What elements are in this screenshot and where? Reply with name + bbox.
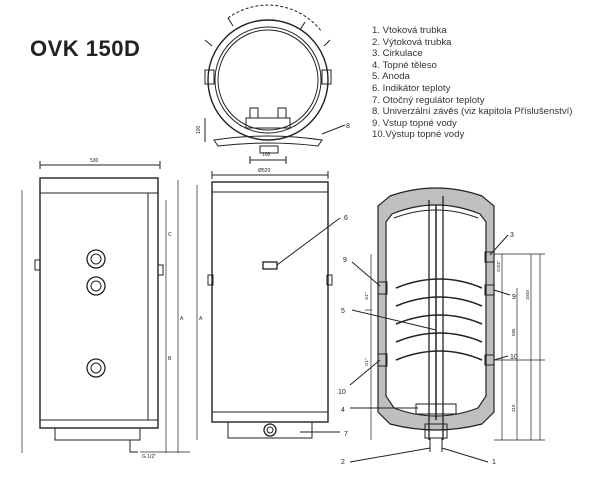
section-view xyxy=(349,187,545,463)
dim-front-letter: A xyxy=(199,316,203,322)
dim-top-depth: 100 xyxy=(196,125,202,134)
dim-right-top: 1045 xyxy=(525,289,530,300)
callout-3: 3 xyxy=(510,232,514,239)
dim-front-diameter: Ø520 xyxy=(258,168,270,174)
legend-item-3: 3. Cirkulace xyxy=(372,48,423,60)
dim-side-letter-a: A xyxy=(180,316,184,322)
callout-9: 9 xyxy=(343,257,347,264)
callout-8: 8 xyxy=(346,123,350,130)
dim-side-letter-b: B xyxy=(168,356,172,362)
dim-right-mid: 585 xyxy=(511,328,516,336)
callout-4: 4 xyxy=(341,407,345,414)
legend-item-1: 1. Vtoková trubka xyxy=(372,25,447,36)
thread-lower: G1" xyxy=(364,358,369,366)
front-view xyxy=(196,171,341,440)
legend-item-8: 8. Univerzální závěs (viz kapitola Přísl… xyxy=(372,106,573,118)
callout-7: 7 xyxy=(344,431,348,438)
callout-1: 1 xyxy=(492,459,496,466)
product-title: OVK 150D xyxy=(30,36,141,61)
thread-circulation: G3/4" xyxy=(496,260,501,272)
top-view xyxy=(204,4,346,164)
legend-item-7: 7. Otočný regulátor teploty xyxy=(372,94,485,106)
legend-item-4: 4. Topné těleso xyxy=(372,59,437,71)
parts-legend: 1. Vtoková trubka 2. Výtoková trubka 3. … xyxy=(372,25,572,141)
callout-10: 10 xyxy=(338,389,346,396)
callout-5: 5 xyxy=(341,308,345,315)
dim-right-bot: 310 xyxy=(511,404,516,412)
legend-item-9: 9. Vstup topné vody xyxy=(372,117,457,129)
legend-item-5: 5. Anoda xyxy=(372,71,410,83)
side-view xyxy=(21,161,190,453)
callout-2: 2 xyxy=(341,459,345,466)
thread-upper: G1" xyxy=(364,292,369,300)
dim-pipe-thread: G 1/2" xyxy=(142,454,156,460)
callout-9-right: 9 xyxy=(512,294,516,301)
callout-6: 6 xyxy=(344,215,348,222)
legend-item-2: 2. Výtoková trubka xyxy=(372,36,452,48)
legend-item-10: 10.Výstup topné vody xyxy=(372,129,465,141)
legend-item-6: 6. Indikátor teploty xyxy=(372,82,451,94)
dim-top-width: 100 xyxy=(262,152,271,158)
dim-side-width: 530 xyxy=(90,158,99,164)
dim-side-letter-c: C xyxy=(168,232,172,238)
callout-10-right: 10 xyxy=(510,354,518,361)
